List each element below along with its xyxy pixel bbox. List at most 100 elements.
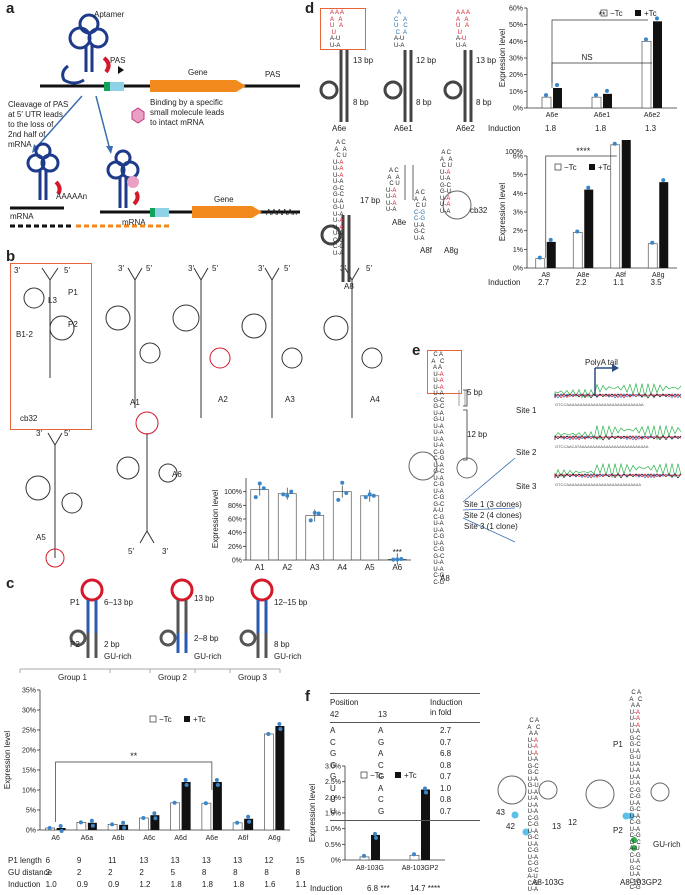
point-d1 (544, 93, 548, 98)
y-tick-label: 60% (509, 6, 523, 13)
a8-stem-seq: A C A A C U U-A U-A U-A U-A G-C G-C U-A … (333, 140, 347, 257)
f-table-pos42: 42 (330, 710, 339, 719)
point-b (261, 486, 266, 491)
point-d1 (605, 88, 609, 93)
gene-label-2: Gene (214, 195, 234, 204)
f-table-position: Position (330, 698, 359, 707)
c-row-gudistance: GU distance (8, 868, 53, 877)
panel-letter-c: c (6, 575, 15, 592)
f-table-cell: 0.7 (440, 772, 452, 781)
a2-3prime: 3′ (188, 264, 194, 273)
significance-d2: **** (576, 146, 591, 156)
x-tick-label-c: A6d (174, 835, 187, 842)
significance-bracket-c (55, 761, 213, 822)
f-structure-2-name: A8-103GP2 (620, 878, 662, 887)
a6-3prime: 3′ (162, 547, 168, 556)
group-1-label: Group 1 (58, 673, 87, 682)
polya-left: AAAAAn (56, 192, 88, 201)
point-b (257, 481, 262, 486)
d-induction-value: 1.8 (545, 124, 557, 133)
a6-name: A6 (172, 470, 182, 479)
point-f (362, 853, 366, 858)
c-table-cell: 1.1 (295, 880, 307, 889)
point-c (203, 801, 208, 806)
c-gu-3: GU-rich (274, 652, 302, 661)
d-induction-value: 1.8 (595, 124, 607, 133)
legend-label-plus: +Tc (404, 771, 417, 780)
point-c (153, 816, 158, 821)
cb32-name: cb32 (20, 414, 38, 423)
f-table-rule-bottom (330, 820, 480, 821)
c-table-cell: 8 (233, 868, 238, 877)
c-gu-2: GU-rich (194, 652, 222, 661)
point-f (424, 790, 428, 795)
panel-b-structures (23, 267, 383, 568)
a5-5prime: 5′ (64, 429, 70, 438)
bar-d2-minus (610, 144, 621, 269)
d-induction-value: 2.2 (575, 278, 587, 287)
chromatogram-trace (554, 393, 682, 399)
point-c (78, 820, 83, 825)
f-table-cell: G (330, 749, 337, 758)
sig-bracket-d1 (551, 19, 648, 88)
d-len-8c: 8 bp (476, 98, 492, 107)
x-tick-label-b: A2 (282, 563, 292, 572)
legend-swatch-minus (600, 9, 608, 17)
bar-d1-plus (653, 21, 662, 108)
f-table-cell: 1.0 (440, 783, 452, 793)
c-table-cell: 1.8 (201, 880, 213, 889)
c-len-6: 8 bp (274, 640, 290, 649)
a8-e-stem-seq: C A A C A A U-A U-A U-A U-A G-C G-C U-A … (431, 352, 445, 586)
cb32-p1: P1 (68, 288, 78, 297)
y-tick-label: 1% (513, 247, 523, 254)
bar-d2-minus (572, 232, 583, 269)
legend-swatch-minus (554, 163, 562, 171)
x-tick-label-d2: A8 (541, 272, 550, 279)
x-tick-label-b: A6 (392, 563, 402, 572)
chromatogram-trace (554, 382, 682, 399)
legend-label-minus: −Tc (564, 163, 577, 172)
c-table-cell: 13 (170, 856, 180, 865)
c-len-2: 2 bp (104, 640, 120, 649)
point-c (172, 800, 177, 805)
point-b (281, 492, 286, 497)
y-tick-label: 80% (228, 503, 242, 510)
f-induction-1: 6.8 *** (367, 884, 390, 893)
chart-c: 0%5%10%15%20%25%30%35%Expression level−T… (3, 688, 290, 842)
c-table-cell: 13 (139, 856, 149, 865)
point-c (90, 823, 95, 828)
y-axis-title: Expression level (3, 731, 12, 789)
legend-swatch-plus (635, 10, 641, 16)
cb32-p2: P2 (68, 320, 78, 329)
cb32-3prime: 3′ (14, 266, 20, 275)
a2-5prime: 5′ (212, 264, 218, 273)
cb32-b12: B1-2 (16, 330, 33, 339)
c-table-cell: 12 (264, 856, 274, 865)
chromatogram-trace (554, 393, 682, 399)
point-f (412, 852, 416, 857)
mrna-left: mRNA (10, 212, 34, 221)
c-table-cell: 15 (295, 856, 305, 865)
point-c (277, 722, 282, 726)
x-tick-label-f: A8-103GP2 (402, 865, 439, 870)
bar-d1-minus (541, 96, 552, 109)
a4-name: A4 (370, 395, 380, 404)
c-p2-label: P2 (70, 640, 80, 649)
point-d2 (612, 141, 617, 146)
panel-letter-e: e (412, 342, 421, 359)
clone-site-1: Site 1 (3 clones) (464, 500, 522, 509)
x-tick-label-c: A6b (112, 835, 125, 842)
y-tick-label: 30% (509, 56, 523, 63)
panel-a-schematic (10, 13, 300, 228)
a6e-highlight-box (320, 8, 366, 50)
x-tick-label-d1: A6e (546, 112, 559, 119)
f-n13: 13 (552, 822, 561, 831)
f-table-cell: C (378, 760, 384, 770)
point-c (89, 818, 94, 823)
c-len-1: 6–13 bp (104, 598, 133, 607)
y-tick-label: 0% (513, 106, 523, 113)
bar-b (250, 489, 270, 561)
bar-d2-plus (546, 241, 556, 268)
chromatogram-trace (554, 472, 682, 479)
